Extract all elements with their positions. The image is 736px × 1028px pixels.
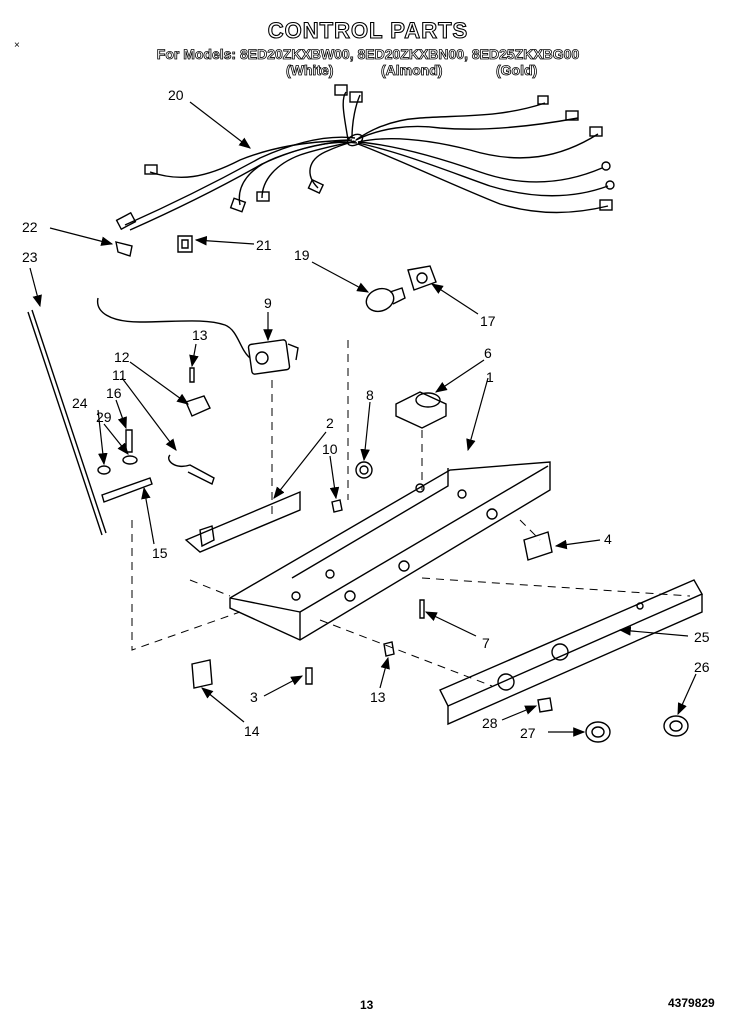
callout-16: 16 xyxy=(106,385,122,401)
mounting-bracket-2 xyxy=(184,490,301,553)
callout-26: 26 xyxy=(694,659,710,675)
callout-1: 1 xyxy=(486,369,494,385)
small-parts-right xyxy=(191,461,553,689)
callout-11: 11 xyxy=(112,367,127,383)
callout-23: 23 xyxy=(22,249,38,265)
leader-arrows xyxy=(29,101,697,737)
callout-12: 12 xyxy=(114,349,130,365)
callout-8: 8 xyxy=(366,387,374,403)
callout-14: 14 xyxy=(244,723,260,739)
control-panel-25 xyxy=(439,579,703,726)
callout-21: 21 xyxy=(256,237,272,253)
callout-25: 25 xyxy=(694,629,710,645)
callout-labels: 20 22 21 23 19 17 9 13 12 11 16 24 29 6 … xyxy=(22,87,710,741)
clip-21 xyxy=(177,235,193,253)
light-bulb-19 xyxy=(365,287,406,313)
callout-13-bottom: 13 xyxy=(370,689,386,705)
wiring-harness xyxy=(115,84,615,231)
color-almond-label: (Almond) xyxy=(381,62,443,79)
callout-10: 10 xyxy=(322,441,338,457)
assembly-lines xyxy=(131,340,691,687)
callout-7: 7 xyxy=(482,635,490,651)
control-housing-1 xyxy=(229,461,551,641)
callout-22: 22 xyxy=(22,219,38,235)
callout-19: 19 xyxy=(294,247,310,263)
rod-23 xyxy=(27,309,107,536)
cold-control-9 xyxy=(97,297,299,375)
diagram-header: CONTROL PARTS For Models: 8ED20ZKXBW00, … xyxy=(0,17,736,63)
callout-13-top: 13 xyxy=(192,327,208,343)
knobs xyxy=(537,697,689,743)
callout-20: 20 xyxy=(168,87,184,103)
defrost-timer-6 xyxy=(395,391,447,429)
callout-24: 24 xyxy=(72,395,88,411)
callout-27: 27 xyxy=(520,725,536,741)
callout-3: 3 xyxy=(250,689,258,705)
callout-9: 9 xyxy=(264,295,272,311)
callout-6: 6 xyxy=(484,345,492,361)
corner-mark: × xyxy=(14,40,20,51)
callout-2: 2 xyxy=(326,415,334,431)
page-title: CONTROL PARTS xyxy=(267,17,469,43)
callout-17: 17 xyxy=(480,313,496,329)
models-line: For Models: 8ED20ZKXBW00, 8ED20ZKXBN00, … xyxy=(156,46,580,63)
color-white-label: (White) xyxy=(286,62,334,79)
callout-4: 4 xyxy=(604,531,612,547)
document-number: 4379829 xyxy=(668,996,715,1010)
callout-15: 15 xyxy=(152,545,168,561)
callout-29: 29 xyxy=(96,409,112,425)
callout-28: 28 xyxy=(482,715,498,731)
clip-22 xyxy=(115,241,133,257)
page-number: 13 xyxy=(360,998,374,1012)
color-gold-label: (Gold) xyxy=(496,62,538,79)
light-socket-17 xyxy=(407,265,437,291)
